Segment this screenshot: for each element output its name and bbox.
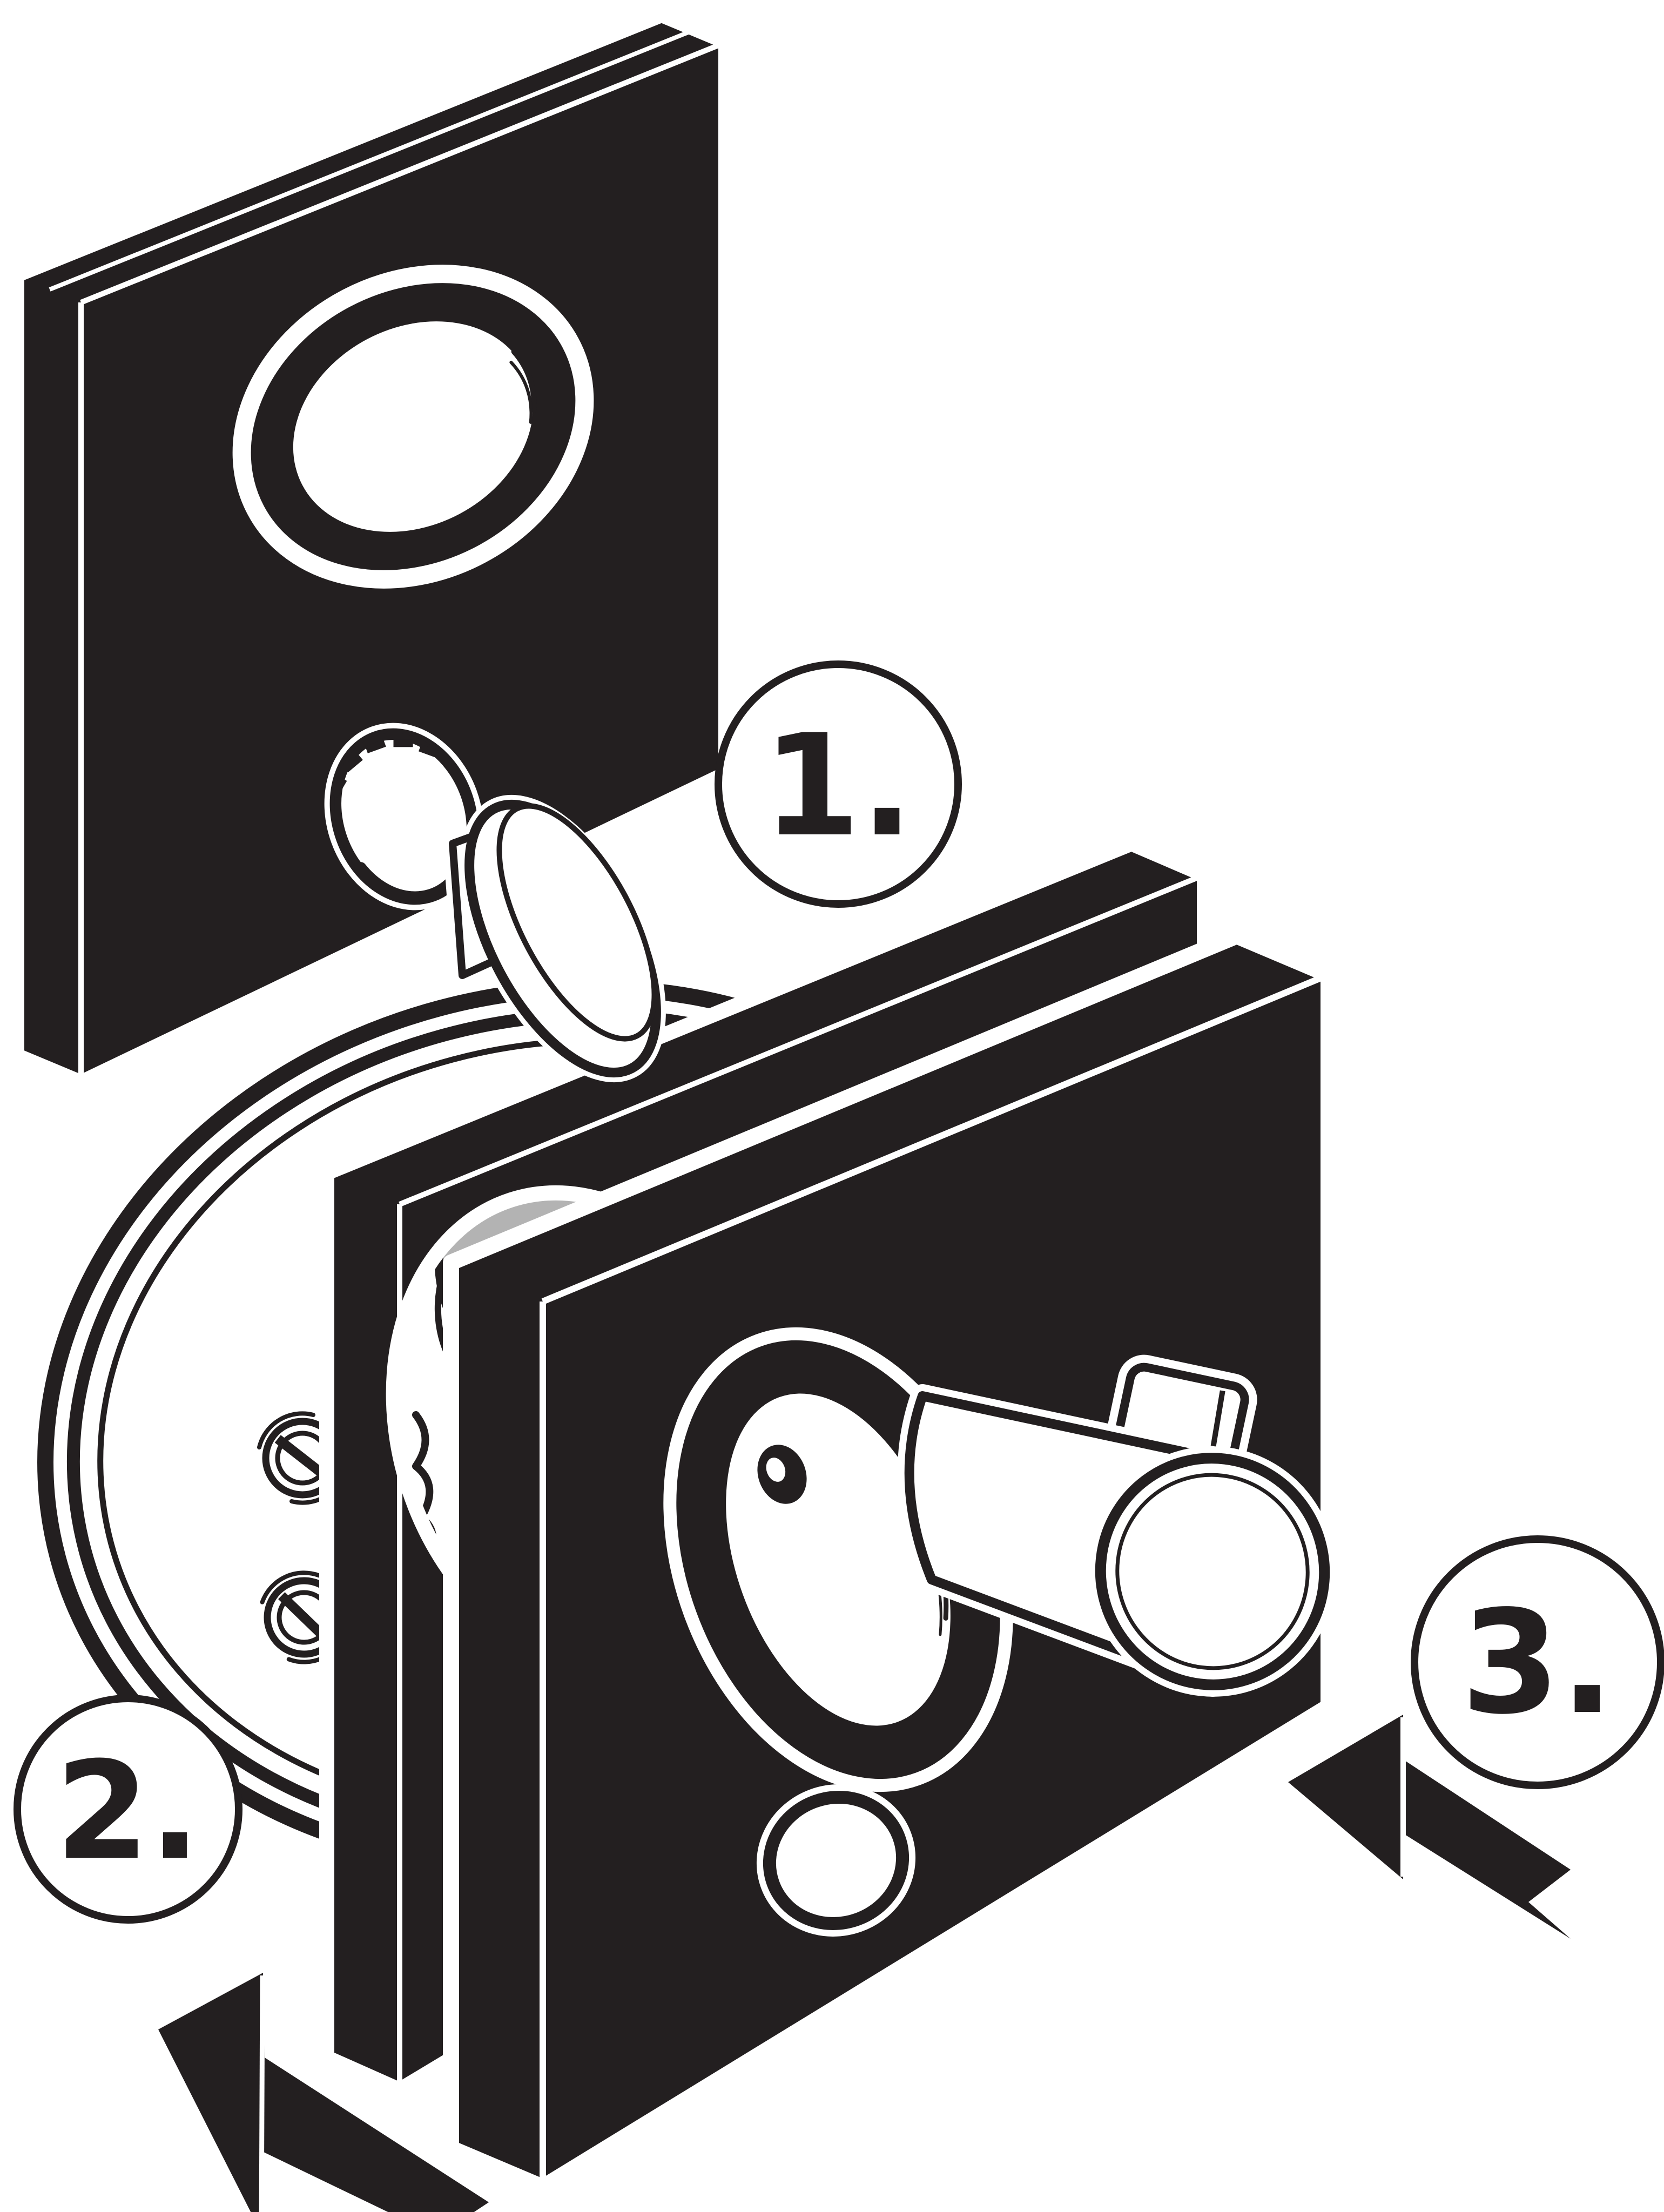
step-3-arrow-icon <box>1288 1715 1571 1939</box>
handle <box>897 1354 1337 1697</box>
dial-opening-shading <box>509 360 533 424</box>
handle-face-inner-line <box>1115 1473 1310 1670</box>
step-2-arrow-icon <box>158 1973 489 2212</box>
dial-opening-face <box>293 321 534 532</box>
escutcheon-edge-line <box>541 972 1330 1305</box>
step-3-badge: 3. <box>1411 1535 1664 1789</box>
escutcheon-button-hole <box>756 1784 916 1937</box>
shutoff-button <box>443 794 666 1083</box>
step-1-label: 1. <box>763 705 914 868</box>
step-1-badge: 1. <box>715 660 962 908</box>
handle-face <box>1095 1453 1330 1690</box>
wall-plate-stop-ring <box>324 723 484 911</box>
dial-opening-ring <box>232 265 594 589</box>
wall-plate-edge-line <box>80 41 725 305</box>
wall-plate-top-stripe <box>49 28 695 292</box>
dial-opening-shading <box>511 349 537 413</box>
stop-ring-shading <box>354 862 455 903</box>
seal-plate-edge-line <box>399 872 1205 1207</box>
step-2-badge: 2. <box>14 1695 242 1924</box>
dial-pin-hole <box>757 1445 807 1504</box>
step-2-circle <box>14 1695 242 1924</box>
wall-plate-dial-opening <box>232 265 594 589</box>
step-1-circle <box>715 660 962 908</box>
step-2-label: 2. <box>56 1732 201 1890</box>
step-3-label: 3. <box>1461 1580 1614 1746</box>
step-3-circle <box>1411 1535 1664 1789</box>
